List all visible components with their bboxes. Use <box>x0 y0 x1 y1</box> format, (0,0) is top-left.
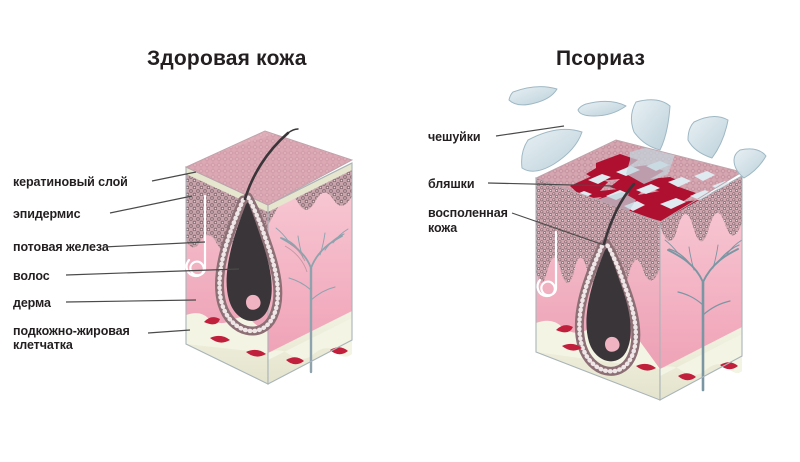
label-sweat-gland: потовая железа <box>13 240 109 254</box>
label-subcutaneous-fat-line2: клетчатка <box>13 338 73 352</box>
psoriasis-plaque-patches <box>570 144 733 222</box>
label-inflamed-skin-line1: восполенная <box>428 206 508 220</box>
label-keratin-layer: кератиновый слой <box>13 175 128 189</box>
hair-follicle-psoriasis <box>574 182 641 376</box>
leader-hair <box>65 268 240 276</box>
label-inflamed-skin-line2: кожа <box>428 221 458 235</box>
healthy-right-face <box>267 162 353 385</box>
panel-title-psoriasis: Псориаз <box>556 47 646 70</box>
hair-follicle <box>215 128 299 336</box>
panel-title-healthy: Здоровая кожа <box>147 47 307 70</box>
sweat-gland-psoriasis <box>536 230 558 298</box>
label-plaques: бляшки <box>428 177 475 191</box>
psoriasis-skin-block <box>508 86 767 401</box>
dermal-vessels-left <box>284 243 308 273</box>
psoriasis-top-surface <box>534 139 744 223</box>
label-scales: чешуйки <box>428 130 481 144</box>
label-hair: волос <box>13 269 50 283</box>
capillaries-fat-left <box>204 317 266 357</box>
leader-plaques <box>487 182 615 187</box>
label-dermis: дерма <box>13 296 51 310</box>
label-epidermis: эпидермис <box>13 207 81 221</box>
capillaries-fat-right-psoriasis <box>678 362 738 381</box>
leader-inflamed-skin <box>511 212 605 246</box>
leader-epidermis <box>109 195 193 214</box>
blood-vessel-tree-psoriasis <box>664 239 743 392</box>
healthy-skin-block <box>184 128 354 385</box>
blood-vessel-tree <box>275 227 349 374</box>
label-subcutaneous-fat-line1: подкожно-жировая <box>13 324 130 338</box>
leader-keratin <box>151 171 197 182</box>
leader-scales <box>495 125 565 137</box>
capillaries-fat-left-psoriasis <box>556 325 656 371</box>
psoriasis-right-face <box>659 175 743 401</box>
flaking-scales <box>508 86 767 179</box>
leader-dermis <box>65 299 197 303</box>
leader-lines <box>65 125 615 334</box>
leader-sweat-gland <box>102 241 206 248</box>
leader-fat <box>147 329 191 334</box>
sweat-gland <box>185 194 207 278</box>
